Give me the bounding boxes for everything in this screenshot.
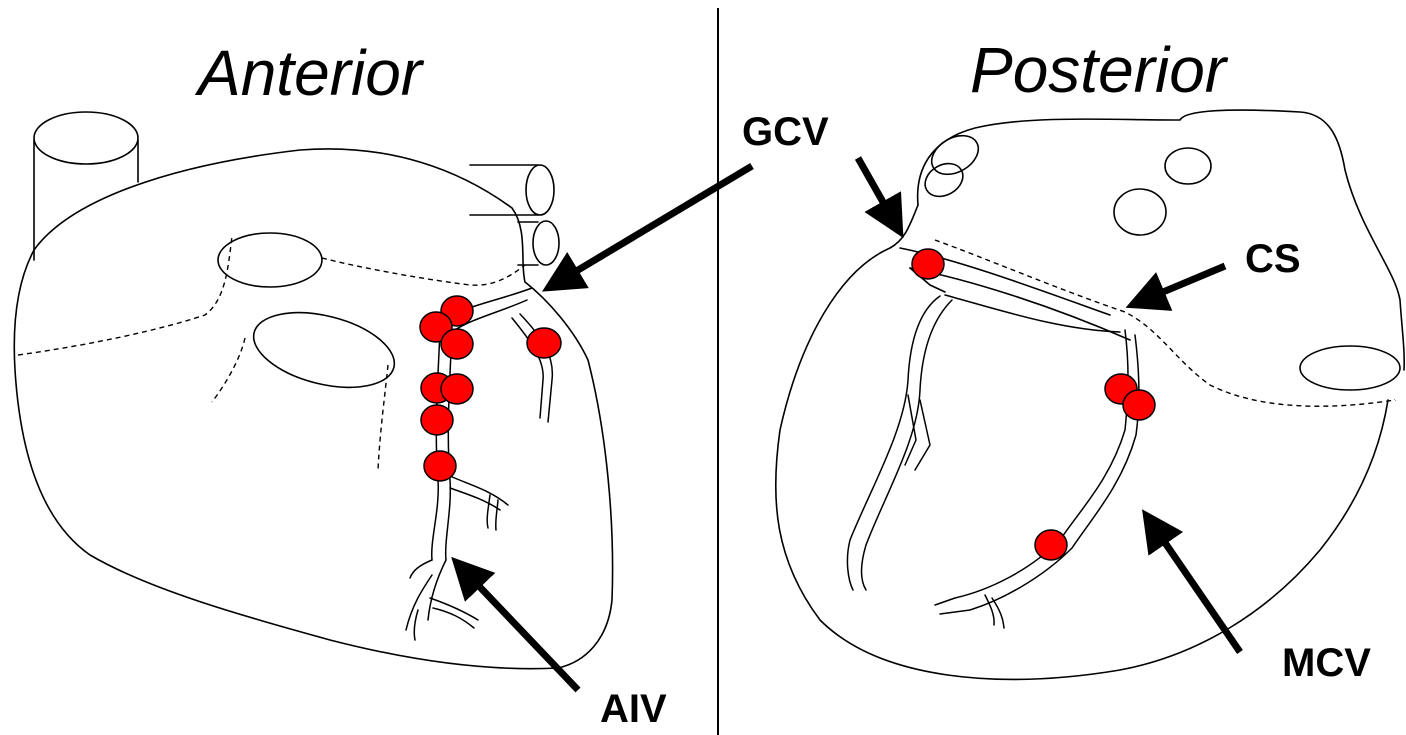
aiv-arrow: [456, 562, 578, 690]
posterior-title: Posterior: [970, 34, 1229, 106]
gcv-label: GCV: [742, 110, 829, 154]
posterior-heart: [776, 110, 1405, 679]
aiv-label-group: AIV: [456, 562, 667, 731]
site-marker: [424, 451, 456, 481]
site-marker: [912, 249, 944, 279]
gcv-label-group: GCV: [548, 110, 900, 288]
anterior-title: Anterior: [194, 37, 425, 109]
cs-label-group: CS: [1132, 237, 1301, 305]
site-marker: [421, 405, 453, 435]
gcv-arrow-anterior: [548, 166, 752, 288]
anterior-pacing-sites: [420, 296, 561, 481]
mcv-label-group: MCV: [1146, 515, 1371, 685]
cs-arrow: [1132, 266, 1225, 305]
mcv-label: MCV: [1282, 641, 1371, 685]
site-marker: [441, 329, 473, 359]
site-marker: [527, 328, 561, 358]
gcv-arrow-posterior: [858, 158, 900, 232]
site-marker: [441, 374, 473, 404]
aiv-label: AIV: [600, 687, 667, 731]
aorta-top: [34, 112, 138, 164]
anterior-heart-outline: [14, 149, 612, 669]
anterior-heart: [14, 112, 612, 669]
cs-label: CS: [1245, 237, 1301, 281]
mcv-arrow: [1146, 515, 1240, 652]
site-marker: [1123, 390, 1155, 420]
site-marker: [1035, 530, 1067, 560]
